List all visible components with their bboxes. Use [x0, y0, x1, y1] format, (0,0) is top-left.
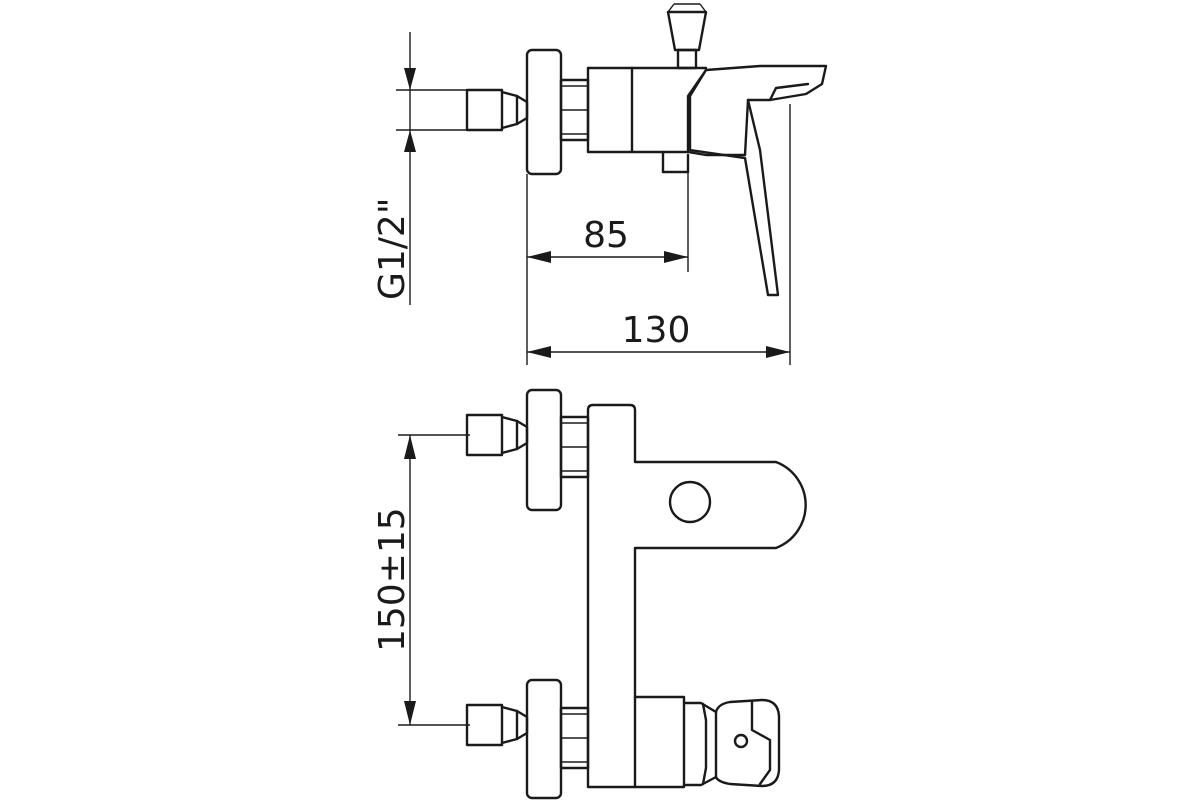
upper-inlet-connector: [465, 413, 529, 457]
inlet-connector-side: [465, 88, 529, 132]
lower-inlet-connector: [465, 703, 529, 747]
side-view: G1/2": [372, 3, 828, 365]
arrow-down-icon: [404, 68, 416, 90]
front-view: 150±15: [372, 388, 807, 800]
lever-handle-front: [701, 698, 781, 788]
arrow-up-icon: [404, 435, 416, 459]
arrow-left-icon: [527, 346, 551, 358]
thread-dimension: G1/2": [372, 32, 470, 305]
mixer-body-front: [586, 403, 807, 789]
depth-outer-dimension: 130: [527, 104, 791, 365]
arrow-down-icon: [404, 701, 416, 725]
upper-flange: [525, 388, 563, 512]
arrow-right-icon: [766, 346, 790, 358]
cartridge-housing-front: [633, 695, 718, 789]
arrow-right-icon: [664, 251, 688, 263]
arrow-up-icon: [404, 130, 416, 152]
center-distance-dimension: 150±15: [372, 434, 470, 726]
lower-eccentric-nut: [559, 706, 590, 770]
center-distance-label: 150±15: [372, 507, 413, 652]
lower-flange: [525, 678, 563, 800]
upper-eccentric-nut: [559, 415, 590, 479]
eccentric-nut-side: [559, 78, 590, 142]
thread-label: G1/2": [372, 198, 413, 300]
body-stubs: [661, 150, 690, 174]
handle-screw-icon: [733, 733, 749, 749]
lever-handle-side: [688, 68, 780, 297]
diverter-knob-front: [668, 480, 712, 524]
depth-inner-dimension: 85: [526, 172, 689, 365]
arrow-left-icon: [527, 251, 551, 263]
diverter-knob-side: [666, 3, 708, 70]
depth-outer-label: 130: [622, 310, 691, 351]
depth-inner-label: 85: [583, 215, 629, 256]
flange-side: [525, 48, 563, 176]
